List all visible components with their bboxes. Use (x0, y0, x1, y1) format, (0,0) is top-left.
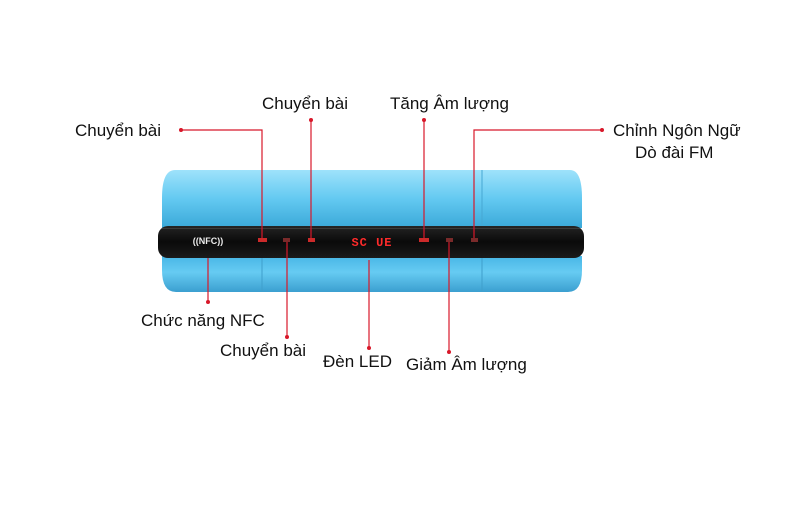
dot-nfc (206, 300, 210, 304)
label-led-light: Đèn LED (323, 352, 392, 371)
leader-dots (179, 118, 604, 354)
language-fm-button[interactable] (471, 238, 478, 242)
led-display: SC UE (351, 236, 392, 250)
dot-prev-track-left (179, 128, 183, 132)
volume-up-button[interactable] (419, 238, 429, 242)
nfc-badge: ((NFC)) (193, 236, 224, 246)
label-nfc-function: Chức năng NFC (141, 311, 265, 330)
track-button[interactable] (283, 238, 290, 242)
label-track-bottom: Chuyển bài (220, 341, 307, 360)
dot-led (367, 346, 371, 350)
label-language-line2: Dò đài FM (635, 143, 714, 162)
prev-track-button[interactable] (258, 238, 267, 242)
control-panel (158, 226, 584, 258)
dot-next-track-top (309, 118, 313, 122)
speaker-top-shell (162, 170, 582, 228)
label-volume-down: Giảm Âm lượng (406, 355, 527, 374)
label-prev-track-left: Chuyển bài (75, 121, 162, 140)
leader-prev-track-left (180, 129, 263, 238)
speaker-bottom-shell (162, 256, 582, 292)
dot-language (600, 128, 604, 132)
label-volume-up: Tăng Âm lượng (390, 94, 509, 113)
dot-volume-down (447, 350, 451, 354)
leader-language (473, 129, 602, 238)
label-language-line1: Chỉnh Ngôn Ngữ (613, 121, 741, 140)
next-track-button[interactable] (308, 238, 315, 242)
volume-down-button[interactable] (446, 238, 453, 242)
dot-volume-up (422, 118, 426, 122)
dot-track-bottom (285, 335, 289, 339)
label-next-track-top: Chuyển bài (262, 94, 349, 113)
panel-buttons (258, 238, 478, 242)
leader-lines (180, 120, 602, 352)
